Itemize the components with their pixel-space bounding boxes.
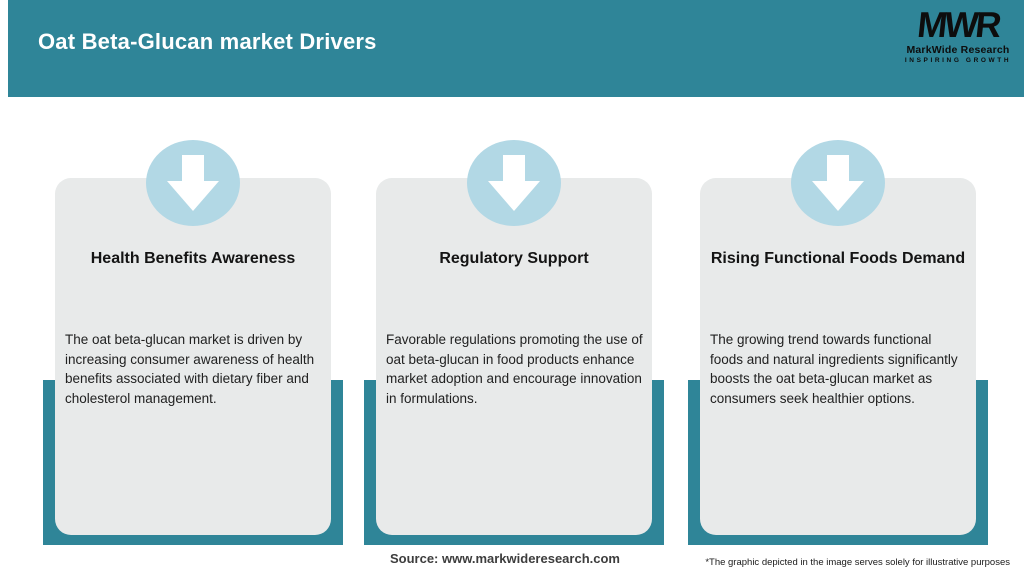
driver-card-regulatory-support: Regulatory Support Favorable regulations… — [364, 140, 664, 545]
card-description: The oat beta-glucan market is driven by … — [65, 332, 315, 406]
page-title: Oat Beta-Glucan market Drivers — [38, 28, 377, 54]
driver-card-functional-foods-demand: Rising Functional Foods Demand The growi… — [688, 140, 988, 545]
card-description: The growing trend towards functional foo… — [710, 332, 958, 406]
down-arrow-icon — [146, 140, 240, 226]
driver-card-health-benefits: Health Benefits Awareness The oat beta-g… — [43, 140, 343, 545]
card-title: Health Benefits Awareness — [90, 250, 296, 267]
down-arrow-badge — [467, 140, 561, 226]
card-panel: Regulatory Support Favorable regulations… — [376, 178, 652, 535]
card-panel: Rising Functional Foods Demand The growi… — [700, 178, 976, 535]
disclaimer-note: *The graphic depicted in the image serve… — [705, 557, 1010, 568]
card-title: Regulatory Support — [439, 250, 589, 267]
mwr-logo-mark: MWR — [915, 4, 1001, 45]
down-arrow-icon — [467, 140, 561, 226]
logo-company-name: MarkWide Research — [906, 44, 1010, 56]
down-arrow-badge — [791, 140, 885, 226]
down-arrow-icon — [791, 140, 885, 226]
card-title: Rising Functional Foods Demand — [710, 250, 966, 267]
header-band: Oat Beta-Glucan market Drivers MWR MarkW… — [8, 0, 1024, 97]
down-arrow-badge — [146, 140, 240, 226]
markwide-research-logo: MWR MarkWide Research INSPIRING GROWTH — [904, 4, 1012, 65]
card-description: Favorable regulations promoting the use … — [386, 332, 643, 406]
logo-tagline: INSPIRING GROWTH — [904, 57, 1012, 64]
card-panel: Health Benefits Awareness The oat beta-g… — [55, 178, 331, 535]
source-attribution: Source: www.markwideresearch.com — [389, 551, 620, 566]
